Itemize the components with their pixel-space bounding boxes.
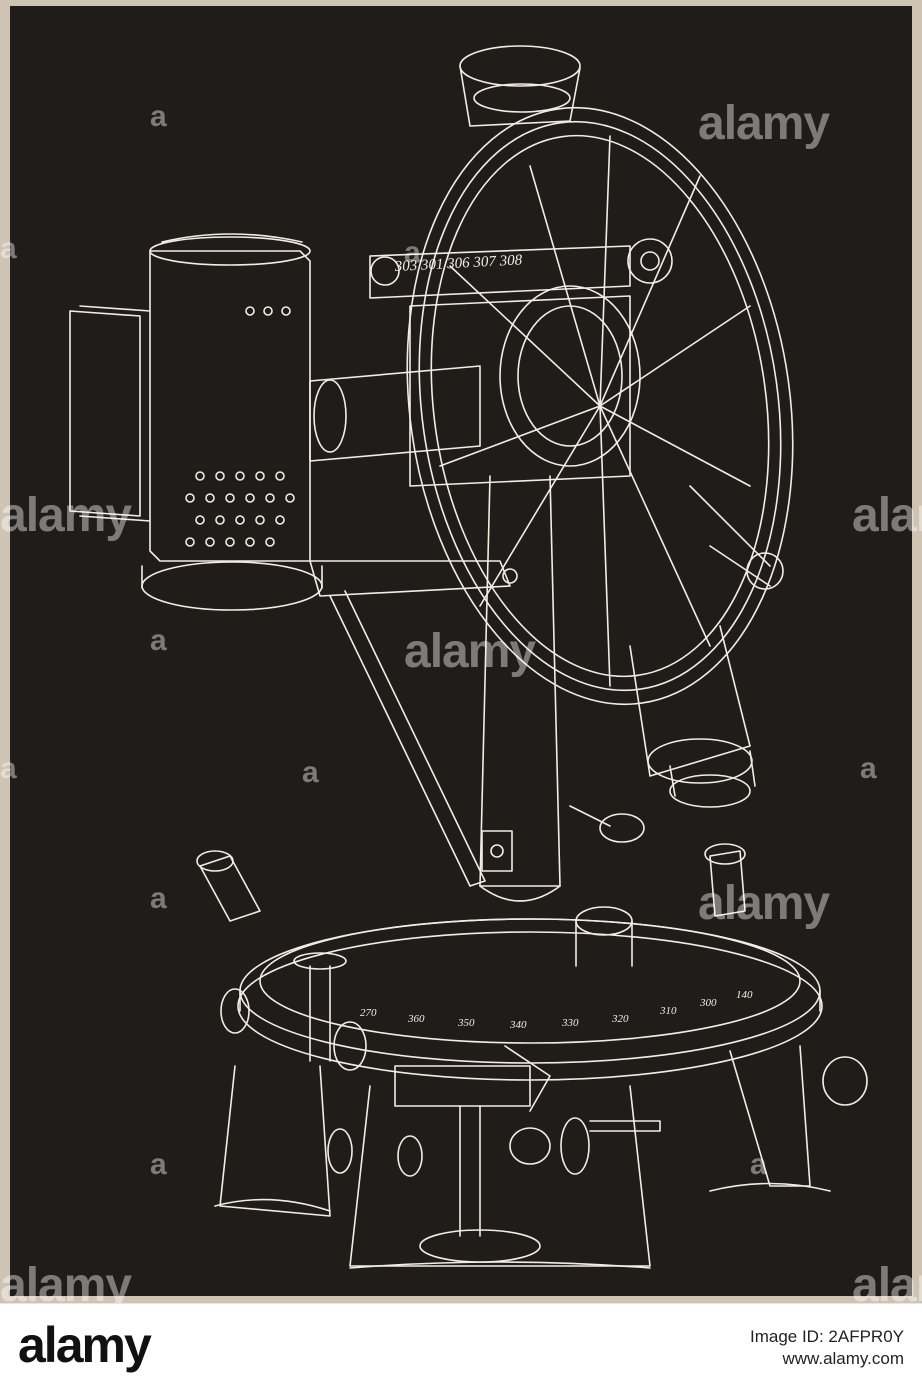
reading-arm	[369, 238, 673, 299]
image-id: Image ID: 2AFPR0Y	[749, 1327, 904, 1346]
reading-microscopes	[196, 843, 746, 967]
alamy-a-icon: a	[150, 100, 167, 133]
watermark: a	[302, 756, 324, 790]
site-url[interactable]: www.alamy.com	[782, 1349, 904, 1368]
lamp-vent-holes	[185, 306, 295, 547]
telescope-lower	[629, 625, 756, 808]
footer-logo[interactable]: alamy	[18, 1317, 152, 1373]
clamp-knobs	[220, 952, 868, 1106]
alamy-a-icon: a	[302, 756, 319, 789]
telescope-upper	[459, 45, 581, 127]
watermark: a	[860, 752, 882, 786]
svg-text:270: 270	[360, 1007, 377, 1019]
image-frame: 303 301 306 307 308 270 360 350 340 330 …	[0, 0, 922, 1303]
watermark: a	[750, 1148, 772, 1182]
alamy-a-icon: a	[0, 232, 17, 265]
svg-text:300: 300	[699, 997, 717, 1009]
alamy-a-icon: a	[150, 882, 167, 915]
watermark: a	[150, 100, 172, 134]
watermark: alamy	[698, 97, 830, 150]
watermark: alamy	[0, 489, 132, 542]
tribrach	[214, 1045, 831, 1269]
alamy-a-icon: a	[0, 752, 17, 785]
vertical-circle-mid	[418, 120, 782, 692]
watermark: alamy	[404, 625, 536, 678]
watermark: a	[150, 882, 172, 916]
central-hub	[409, 285, 641, 487]
watermark: a	[150, 1148, 172, 1182]
pillar	[479, 475, 561, 902]
vertical-circle-outer	[406, 106, 794, 706]
lamp-arm	[309, 365, 518, 597]
svg-text:340: 340	[509, 1019, 527, 1031]
vertical-circle-inner	[430, 134, 770, 678]
engraving-plate: 303 301 306 307 308 270 360 350 340 330 …	[10, 6, 912, 1296]
alamy-a-icon: a	[150, 1148, 167, 1181]
braces	[329, 485, 784, 887]
svg-text:140: 140	[736, 989, 753, 1001]
watermark: a	[0, 232, 22, 266]
theodolite-illustration: 303 301 306 307 308 270 360 350 340 330 …	[69, 45, 868, 1269]
lamp-housing	[69, 233, 323, 611]
watermark: alamy	[698, 877, 830, 930]
alamy-a-icon: a	[404, 236, 421, 269]
footer-info: Image ID: 2AFPR0Y www.alamy.com	[750, 1326, 904, 1370]
svg-text:360: 360	[407, 1013, 425, 1025]
vertical-scale-reading: 303 301 306 307 308	[393, 252, 523, 275]
watermark: a	[150, 624, 172, 658]
alamy-a-icon: a	[750, 1148, 767, 1181]
stock-footer: alamy Image ID: 2AFPR0Y www.alamy.com	[0, 1303, 922, 1391]
horizontal-circle	[237, 918, 823, 1081]
svg-text:320: 320	[611, 1013, 629, 1025]
watermark: a	[404, 236, 426, 270]
watermark: alamy	[852, 489, 922, 542]
horizontal-scale-ticks: 270 360 350 340 330 320 310 300 140	[360, 989, 753, 1031]
wheel-spokes	[439, 135, 751, 687]
watermark: a	[0, 752, 22, 786]
svg-text:350: 350	[457, 1017, 475, 1029]
svg-text:330: 330	[561, 1017, 579, 1029]
alamy-a-icon: a	[860, 752, 877, 785]
svg-text:310: 310	[659, 1005, 677, 1017]
alamy-a-icon: a	[150, 624, 167, 657]
